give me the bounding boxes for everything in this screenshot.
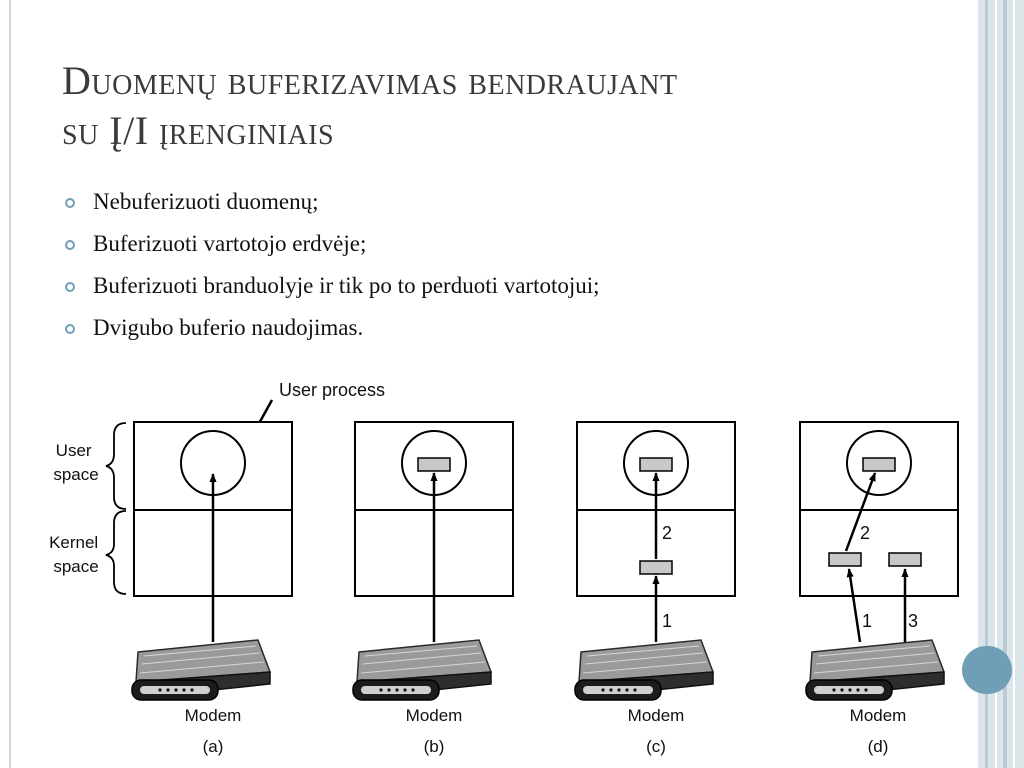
user-buffer bbox=[862, 457, 896, 472]
panel-d: 1 2 3 Modem (d) bbox=[799, 421, 959, 756]
bullet-icon bbox=[65, 240, 75, 250]
left-margin-rule bbox=[9, 0, 11, 768]
panel-caption: (b) bbox=[424, 737, 445, 756]
panel-b: Modem (b) bbox=[352, 421, 514, 756]
bullet-icon bbox=[65, 198, 75, 208]
kernel-buffer bbox=[639, 560, 673, 575]
panel-caption: (a) bbox=[203, 737, 224, 756]
arrow-step-label: 2 bbox=[860, 523, 870, 543]
bullet-text: Buferizuoti vartotojo erdvėje; bbox=[93, 231, 367, 256]
arrow-step-label: 3 bbox=[908, 611, 918, 631]
user-buffer bbox=[417, 457, 451, 472]
user-buffer bbox=[639, 457, 673, 472]
bullet-icon bbox=[65, 282, 75, 292]
bullet-item: Nebuferizuoti duomenų; bbox=[62, 186, 600, 228]
edge-stripe bbox=[995, 0, 997, 768]
edge-stripe bbox=[1013, 0, 1015, 768]
kernel-buffer bbox=[828, 552, 862, 567]
kernel-buffer bbox=[888, 552, 922, 567]
arrow-step-label: 2 bbox=[662, 523, 672, 543]
modem-label: Modem bbox=[185, 706, 242, 725]
panel-c: 1 2 Modem (c) bbox=[574, 421, 736, 756]
slide-title-line-1: Duomenų buferizavimas bendraujant bbox=[62, 58, 678, 103]
buffering-diagram: User process User space Kernel space Mod… bbox=[49, 380, 959, 756]
modem-icon bbox=[352, 639, 492, 701]
bullet-text: Buferizuoti branduolyje ir tik po to per… bbox=[93, 273, 600, 298]
bullet-text: Nebuferizuoti duomenų; bbox=[93, 189, 319, 214]
slide-title-line-2: su Į/I įrenginiais bbox=[62, 108, 335, 153]
edge-stripe bbox=[1003, 0, 1007, 768]
modem-icon bbox=[131, 639, 271, 701]
edge-stripe bbox=[985, 0, 988, 768]
bullet-item: Buferizuoti branduolyje ir tik po to per… bbox=[62, 270, 600, 312]
user-process-label: User process bbox=[279, 380, 385, 400]
panel-caption: (d) bbox=[868, 737, 889, 756]
slide-title: Duomenų buferizavimas bendraujant su Į/I… bbox=[62, 56, 942, 156]
kernel-space-box bbox=[799, 509, 959, 597]
bullet-text: Dvigubo buferio naudojimas. bbox=[93, 315, 364, 340]
modem-label: Modem bbox=[850, 706, 907, 725]
modem-label: Modem bbox=[406, 706, 463, 725]
edge-tab-decoration bbox=[962, 646, 1012, 694]
kernel-space-label: Kernel space bbox=[49, 533, 103, 576]
modem-label: Modem bbox=[628, 706, 685, 725]
modem-icon bbox=[574, 639, 714, 701]
data-path-arrow bbox=[844, 472, 877, 552]
bullet-item: Buferizuoti vartotojo erdvėje; bbox=[62, 228, 600, 270]
bullet-list: Nebuferizuoti duomenų; Buferizuoti varto… bbox=[62, 186, 600, 354]
panel-caption: (c) bbox=[646, 737, 666, 756]
kernel-space-brace bbox=[105, 510, 127, 595]
panel-a: Modem (a) bbox=[131, 421, 293, 756]
arrow-step-label: 1 bbox=[662, 611, 672, 631]
modem-icon bbox=[805, 639, 945, 701]
user-space-brace bbox=[105, 422, 127, 510]
user-space-label: User space bbox=[53, 441, 98, 484]
bullet-item: Dvigubo buferio naudojimas. bbox=[62, 312, 600, 354]
data-path-arrow bbox=[846, 568, 862, 643]
arrow-step-label: 1 bbox=[862, 611, 872, 631]
user-process-circle bbox=[846, 430, 912, 496]
bullet-icon bbox=[65, 324, 75, 334]
